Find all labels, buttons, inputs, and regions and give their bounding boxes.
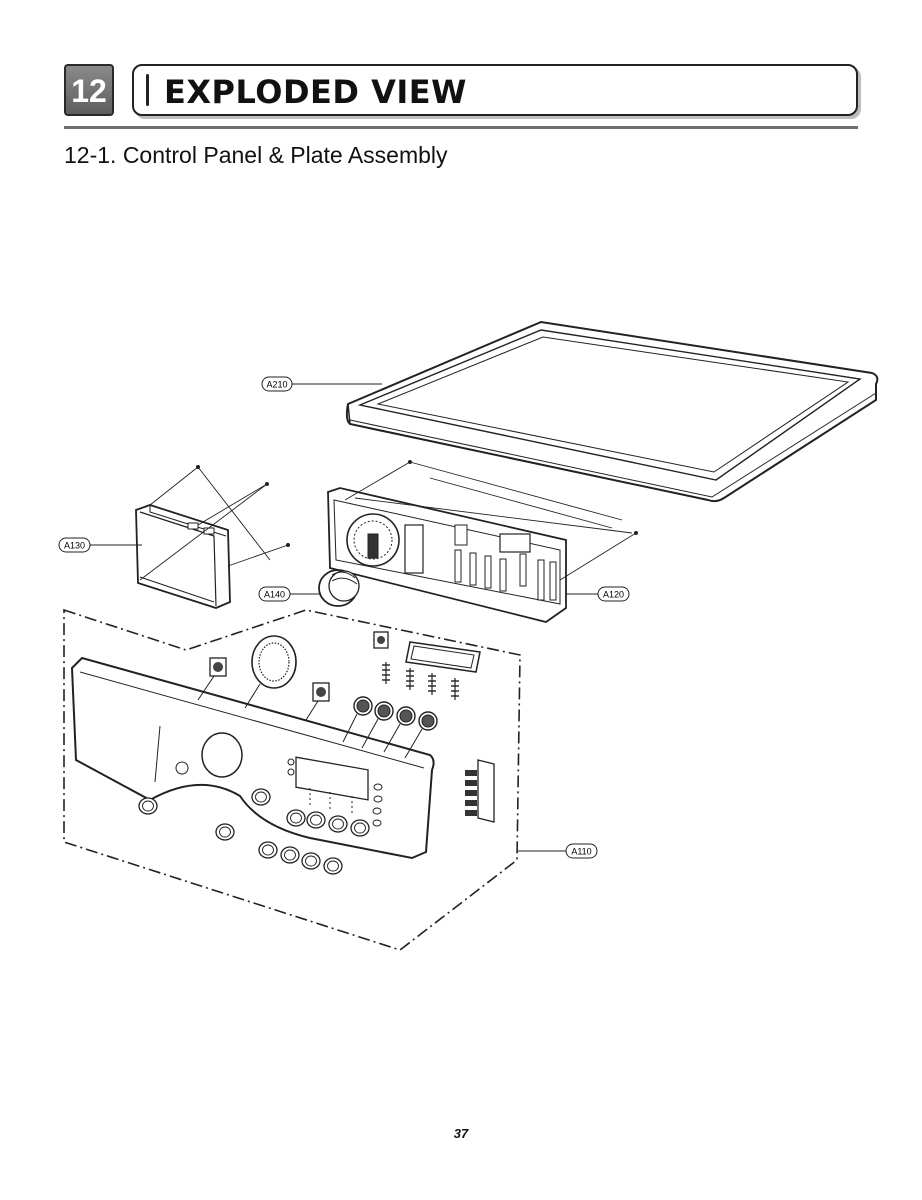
chapter-title: EXPLODED VIEW <box>164 73 467 111</box>
callout-label-a110: A110 <box>571 847 591 857</box>
callout-a120: A120 <box>566 586 630 602</box>
header-divider <box>64 126 858 129</box>
top-plate-a210 <box>345 320 879 503</box>
knob-a140 <box>318 569 360 607</box>
chapter-number-badge: 12 <box>64 64 114 116</box>
callout-label-a120: A120 <box>603 590 624 600</box>
page-number: 37 <box>453 1126 469 1141</box>
callout-label-a210: A210 <box>266 380 287 390</box>
callout-a130: A130 <box>58 537 142 553</box>
assembly-boundary-a110 <box>63 608 521 951</box>
callout-a110: A110 <box>518 843 598 859</box>
control-panel-a110 <box>70 631 495 875</box>
bracket-a130 <box>135 465 290 609</box>
section-title: 12-1. Control Panel & Plate Assembly <box>64 142 448 168</box>
callout-label-a140: A140 <box>264 590 285 600</box>
callout-a140: A140 <box>258 586 320 602</box>
title-box-rule <box>146 74 149 106</box>
pcb-assembly-a120 <box>327 460 638 623</box>
callout-label-a130: A130 <box>64 541 85 551</box>
chapter-title-box: EXPLODED VIEW <box>132 64 858 116</box>
callout-a210: A210 <box>261 376 382 392</box>
